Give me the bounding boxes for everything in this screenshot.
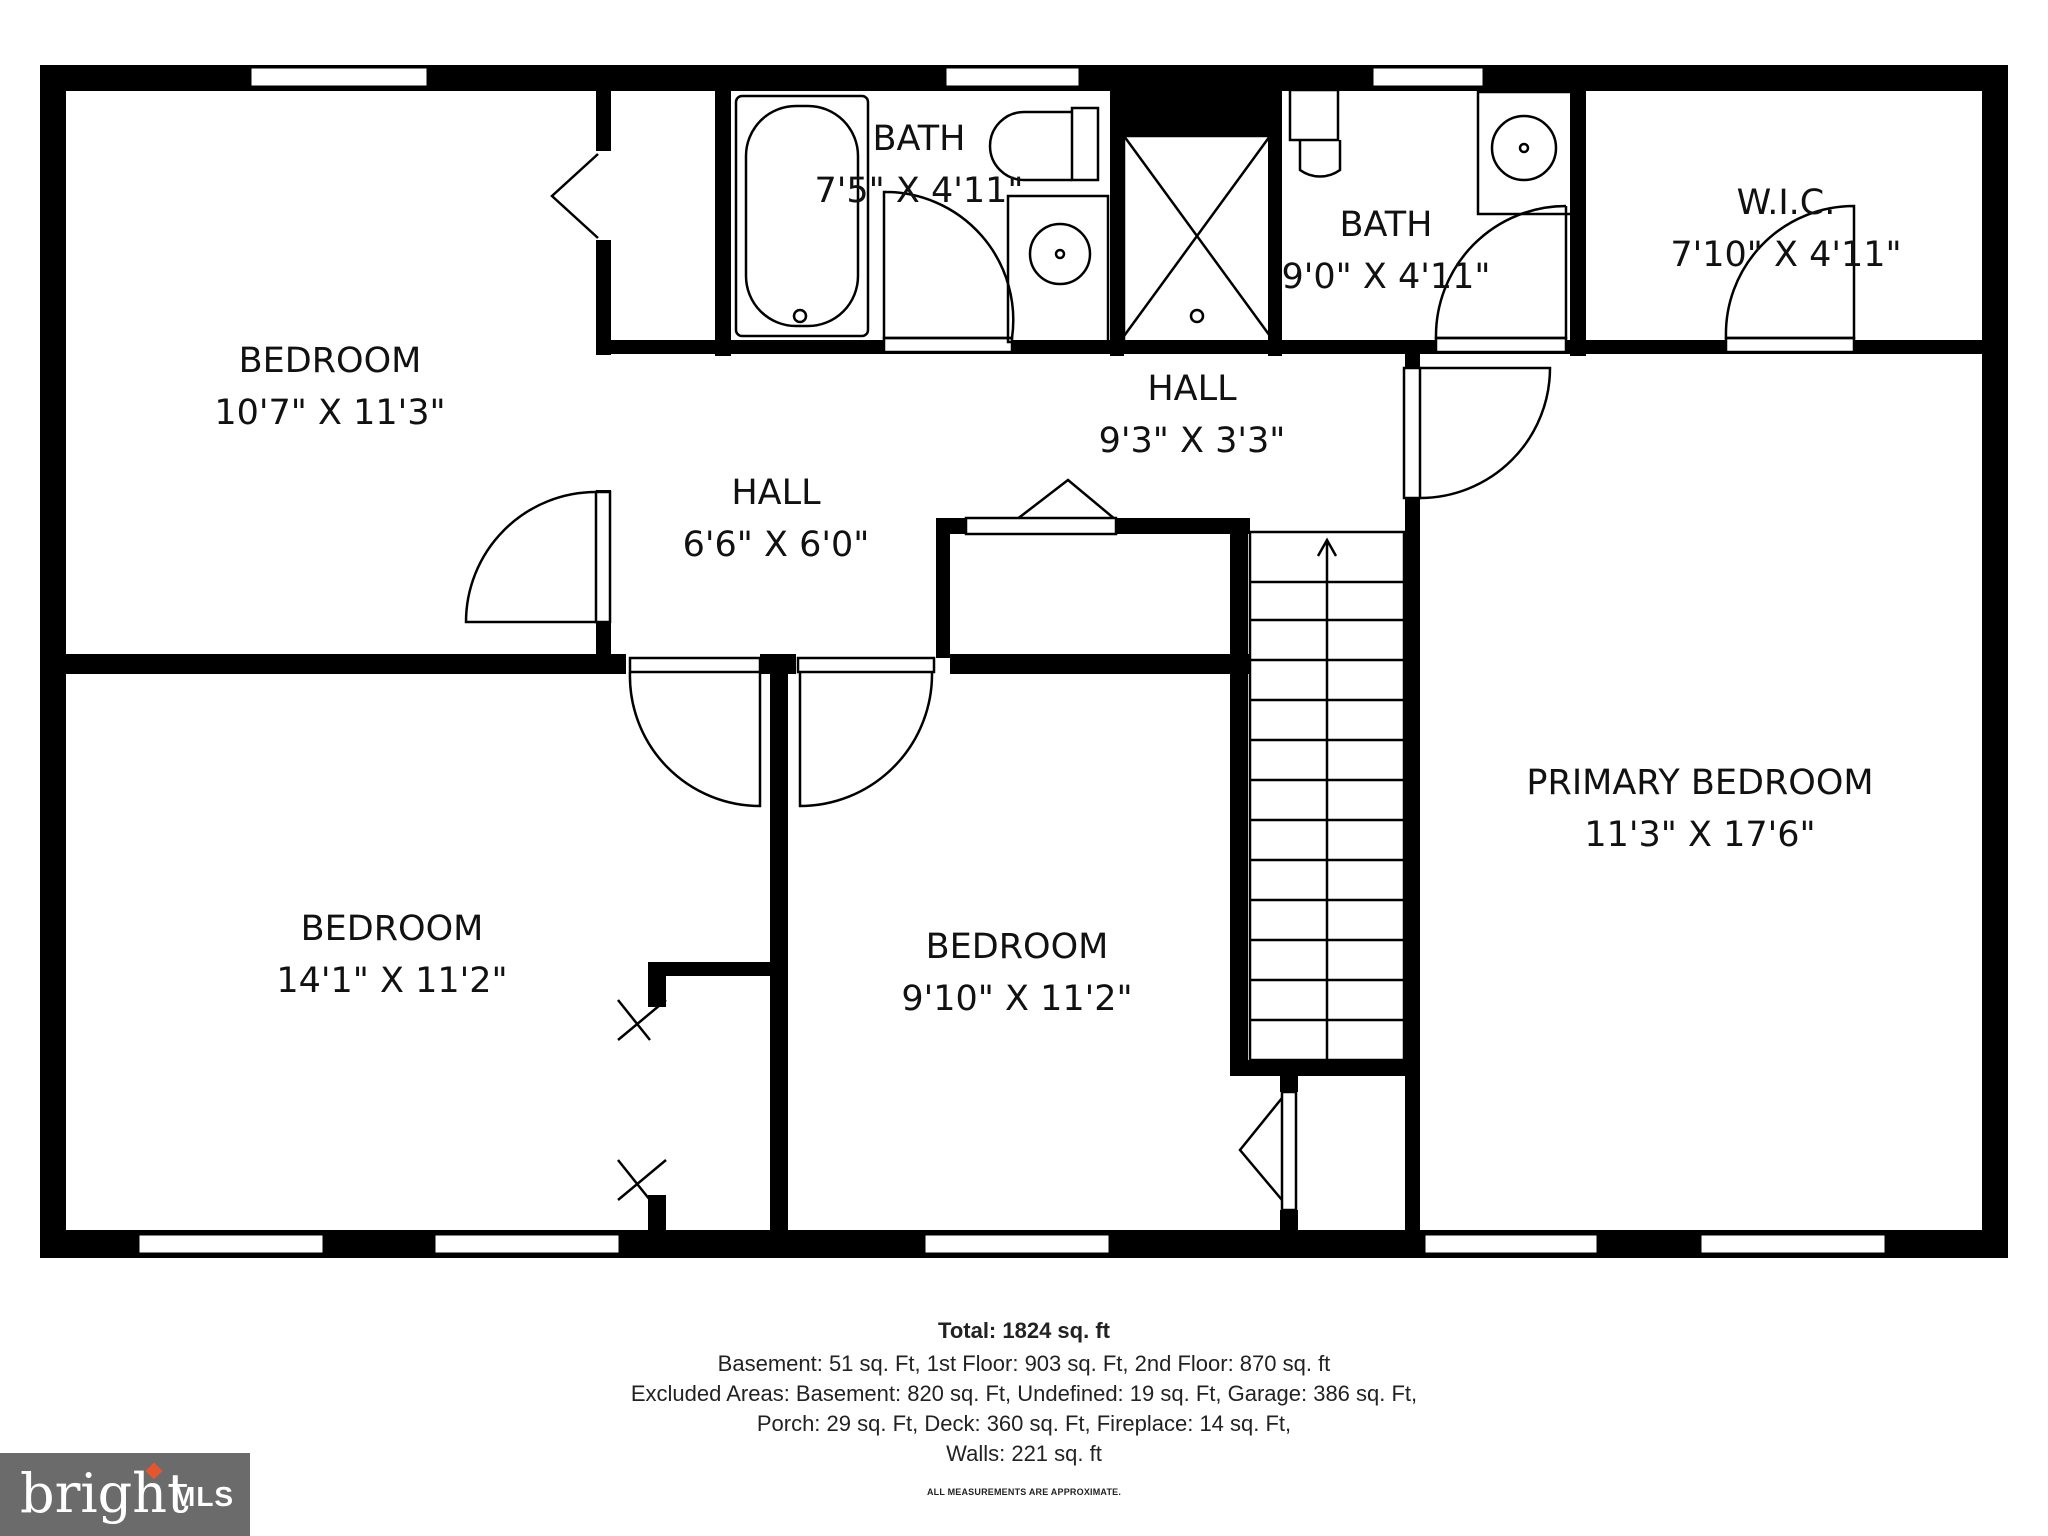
- total-area: Total: 1824 sq. ft: [938, 1318, 1110, 1343]
- room-name: BEDROOM: [926, 927, 1109, 967]
- room-dimensions: 9'10" X 11'2": [901, 979, 1132, 1019]
- room-dimensions: 7'5" X 4'11": [814, 171, 1023, 211]
- room-name: BEDROOM: [301, 909, 484, 949]
- room-name: HALL: [731, 473, 821, 513]
- room-labels: BEDROOM 10'7" X 11'3" BATH 7'5" X 4'11" …: [214, 119, 1901, 1019]
- walls-area: Walls: 221 sq. ft: [946, 1441, 1102, 1466]
- interior-walls: [66, 91, 1982, 1230]
- room-dimensions: 10'7" X 11'3": [214, 393, 445, 433]
- room-dimensions: 7'10" X 4'11": [1670, 235, 1901, 275]
- windows: [136, 65, 1888, 1256]
- room-dimensions: 14'1" X 11'2": [276, 961, 507, 1001]
- logo-word: bright: [20, 1462, 189, 1525]
- room-name: BATH: [1340, 205, 1433, 245]
- room-name: W.I.C.: [1737, 183, 1836, 223]
- room-dimensions: 9'0" X 4'11": [1281, 257, 1490, 297]
- logo-suffix: MLS: [172, 1481, 235, 1512]
- excluded-areas: Excluded Areas: Basement: 820 sq. Ft, Un…: [630, 1381, 1418, 1406]
- floor-areas: Basement: 51 sq. Ft, 1st Floor: 903 sq. …: [717, 1351, 1331, 1376]
- room-dimensions: 11'3" X 17'6": [1584, 815, 1815, 855]
- room-name: BEDROOM: [239, 341, 422, 381]
- bright-mls-logo: bright MLS: [0, 1453, 250, 1536]
- stairs: [1248, 530, 1406, 1062]
- bath-fixtures: [734, 88, 1574, 344]
- room-name: PRIMARY BEDROOM: [1526, 763, 1873, 803]
- room-dimensions: 6'6" X 6'0": [683, 525, 870, 565]
- room-name: HALL: [1147, 369, 1237, 409]
- room-dimensions: 9'3" X 3'3": [1099, 421, 1286, 461]
- excluded-areas-continued: Porch: 29 sq. Ft, Deck: 360 sq. Ft, Fire…: [756, 1411, 1292, 1436]
- measurement-note: ALL MEASUREMENTS ARE APPROXIMATE.: [926, 1487, 1122, 1497]
- room-name: BATH: [873, 119, 966, 159]
- doors: [464, 153, 1856, 1212]
